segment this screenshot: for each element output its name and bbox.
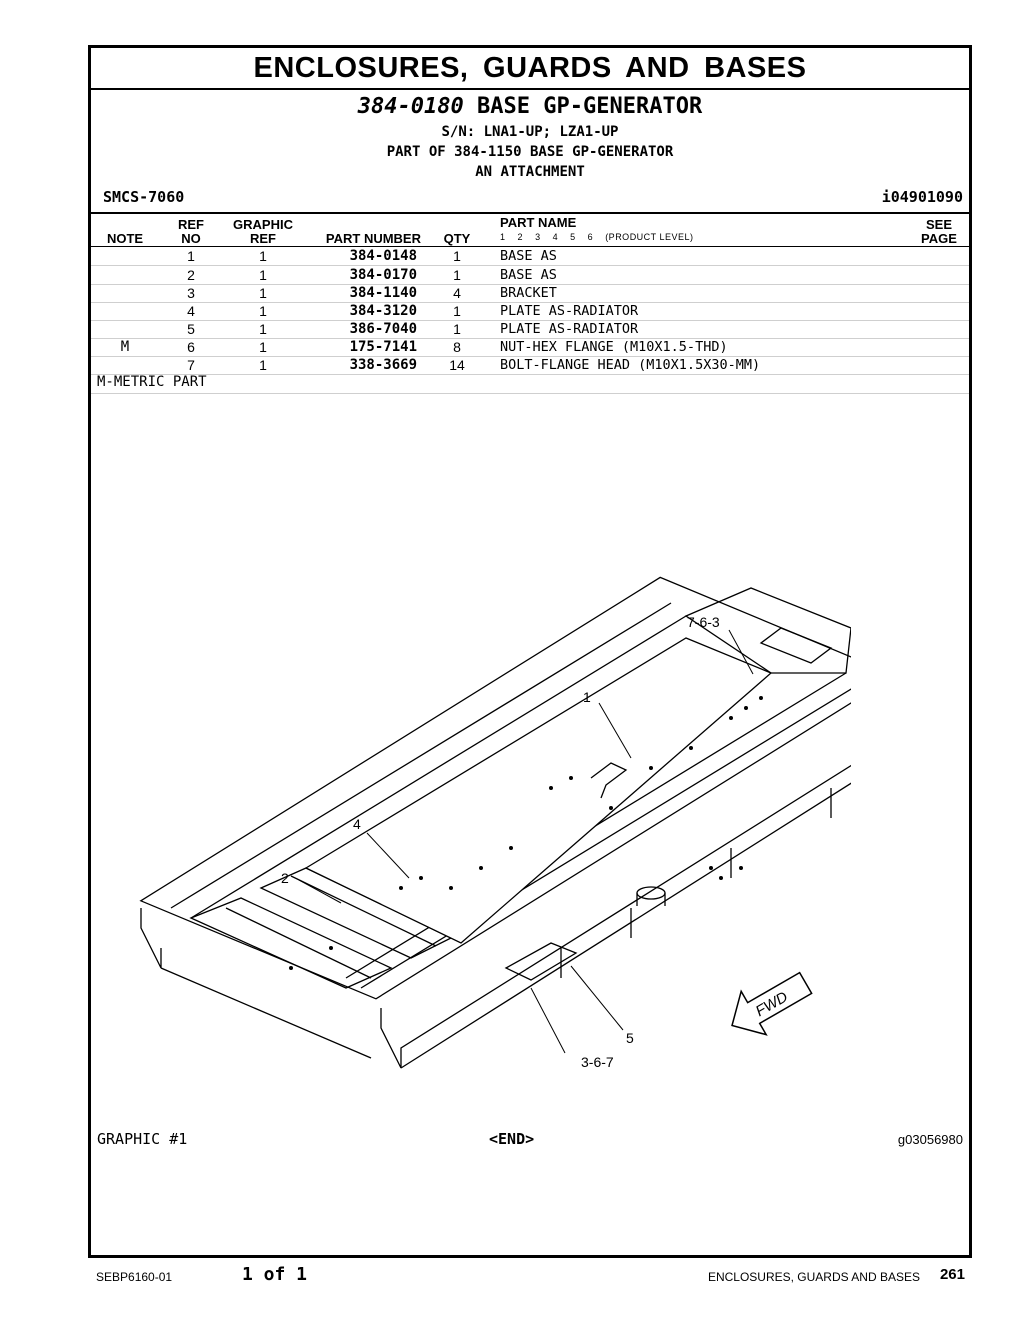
row-graphic-ref: 1 — [259, 303, 267, 319]
bolt-holes — [289, 696, 763, 970]
level-1: 1 — [500, 232, 506, 242]
row-part-name: NUT-HEX FLANGE (M10X1.5-THD) — [500, 339, 728, 355]
callout-labels: 7-6-3 1 4 2 5 3-6-7 — [281, 614, 720, 1070]
fwd-arrow: FWD — [731, 971, 813, 1036]
row-qty: 1 — [453, 321, 461, 337]
row-ref: 4 — [187, 303, 195, 319]
table-row[interactable]: 4 1 384-3120 1 PLATE AS-RADIATOR — [91, 302, 969, 321]
table-row[interactable]: 5 1 386-7040 1 PLATE AS-RADIATOR — [91, 320, 969, 339]
page-count: 1 of 1 — [242, 1264, 308, 1285]
level-4: 4 — [552, 232, 559, 242]
col-qty: QTY — [443, 231, 471, 246]
base-illustration: 7-6-3 1 4 2 5 3-6-7 FWD — [139, 576, 851, 1070]
row-ref: 1 — [187, 248, 195, 264]
publication-number: SEBP6160-01 — [96, 1270, 173, 1284]
table-row[interactable]: M 6 1 175-7141 8 NUT-HEX FLANGE (M10X1.5… — [91, 338, 969, 357]
level-5: 5 — [570, 232, 576, 242]
row-qty: 1 — [453, 267, 461, 283]
info-id: i04901090 — [881, 188, 963, 206]
level-6: 6 — [587, 232, 594, 242]
base-frame-drawing — [139, 576, 851, 1069]
row-part-number[interactable]: 384-1140 — [349, 285, 417, 301]
level-2: 2 — [517, 232, 524, 242]
row-part-number[interactable]: 384-0148 — [349, 248, 417, 264]
part-of-line: PART OF 384-1150 BASE GP-GENERATOR — [386, 144, 674, 160]
row-part-number[interactable]: 338-3669 — [349, 357, 417, 373]
table-row[interactable]: 2 1 384-0170 1 BASE AS — [91, 266, 969, 285]
row-part-number[interactable]: 175-7141 — [349, 339, 417, 355]
row-graphic-ref: 1 — [259, 267, 267, 283]
row-ref: 7 — [187, 357, 195, 373]
callout-5[interactable]: 5 — [626, 1030, 634, 1046]
row-graphic-ref: 1 — [259, 321, 267, 337]
row-ref: 6 — [187, 339, 195, 355]
callout-1[interactable]: 1 — [583, 689, 591, 705]
attachment-line: AN ATTACHMENT — [475, 164, 585, 180]
metric-rule — [91, 393, 969, 394]
graphic-number: g03056980 — [897, 1132, 963, 1147]
smcs-code: SMCS-7060 — [103, 188, 185, 206]
callout-leaders — [298, 629, 754, 1054]
row-qty: 14 — [449, 357, 465, 373]
fwd-arrow-icon — [731, 971, 813, 1036]
callout-7-6-3[interactable]: 7-6-3 — [687, 614, 720, 630]
heading-part-name: BASE GP-GENERATOR — [477, 94, 703, 119]
product-levels: 1 2 3 4 5 6 (PRODUCT LEVEL) — [500, 232, 703, 242]
level-3: 3 — [535, 232, 541, 242]
table-row[interactable]: 7 1 338-3669 14 BOLT-FLANGE HEAD (M10X1.… — [91, 356, 969, 375]
row-graphic-ref: 1 — [259, 339, 267, 355]
col-see-bottom: PAGE — [921, 231, 957, 246]
row-part-name: PLATE AS-RADIATOR — [500, 303, 639, 319]
row-part-name: BOLT-FLANGE HEAD (M10X1.5X30-MM) — [500, 357, 761, 373]
row-qty: 8 — [453, 339, 461, 355]
row-graphic-ref: 1 — [259, 357, 267, 373]
row-qty: 1 — [453, 303, 461, 319]
table-header-rule — [91, 246, 969, 247]
row-part-name: PLATE AS-RADIATOR — [500, 321, 639, 337]
row-part-name: BASE AS — [500, 267, 557, 283]
row-ref: 2 — [187, 267, 195, 283]
table-row[interactable]: 3 1 384-1140 4 BRACKET — [91, 284, 969, 303]
row-qty: 1 — [453, 248, 461, 264]
col-ref-top: REF — [178, 217, 204, 232]
heading-part-number[interactable]: 384-0180 — [357, 94, 464, 119]
col-ref-bottom: NO — [181, 231, 201, 246]
callout-3-6-7[interactable]: 3-6-7 — [581, 1054, 614, 1070]
row-graphic-ref: 1 — [259, 285, 267, 301]
row-part-number[interactable]: 384-0170 — [349, 267, 417, 283]
end-label: <END> — [489, 1130, 535, 1148]
row-qty: 4 — [453, 285, 461, 301]
col-graphic-bottom: REF — [250, 231, 276, 246]
page-number: 261 — [939, 1266, 965, 1283]
table-row[interactable]: 1 1 384-0148 1 BASE AS — [91, 247, 969, 266]
row-part-name: BRACKET — [500, 285, 557, 301]
col-graphic-top: GRAPHIC — [233, 217, 293, 232]
page-frame: ENCLOSURES, GUARDS AND BASES 384-0180 BA… — [88, 45, 972, 1258]
col-part-name: PART NAME — [500, 215, 577, 230]
metric-note: M-METRIC PART — [97, 374, 207, 390]
row-ref: 3 — [187, 285, 195, 301]
col-see-top: SEE — [925, 217, 952, 232]
row-note: M — [120, 339, 130, 355]
part-heading: 384-0180 BASE GP-GENERATOR — [91, 94, 969, 119]
levels-label: (PRODUCT LEVEL) — [605, 232, 694, 242]
serial-number-range: S/N: LNA1-UP; LZA1-UP — [441, 124, 619, 140]
col-part-number: PART NUMBER — [325, 231, 421, 246]
row-ref: 5 — [187, 321, 195, 337]
callout-4[interactable]: 4 — [353, 816, 361, 832]
section-title: ENCLOSURES, GUARDS AND BASES — [91, 48, 969, 90]
footer-section: ENCLOSURES, GUARDS AND BASES — [707, 1270, 920, 1284]
row-graphic-ref: 1 — [259, 248, 267, 264]
graphic-label: GRAPHIC #1 — [97, 1130, 188, 1148]
callout-2[interactable]: 2 — [281, 870, 289, 886]
row-part-number[interactable]: 384-3120 — [349, 303, 417, 319]
col-note: NOTE — [106, 231, 144, 246]
row-part-name: BASE AS — [500, 248, 557, 264]
row-part-number[interactable]: 386-7040 — [349, 321, 417, 337]
header-rule — [91, 212, 969, 214]
